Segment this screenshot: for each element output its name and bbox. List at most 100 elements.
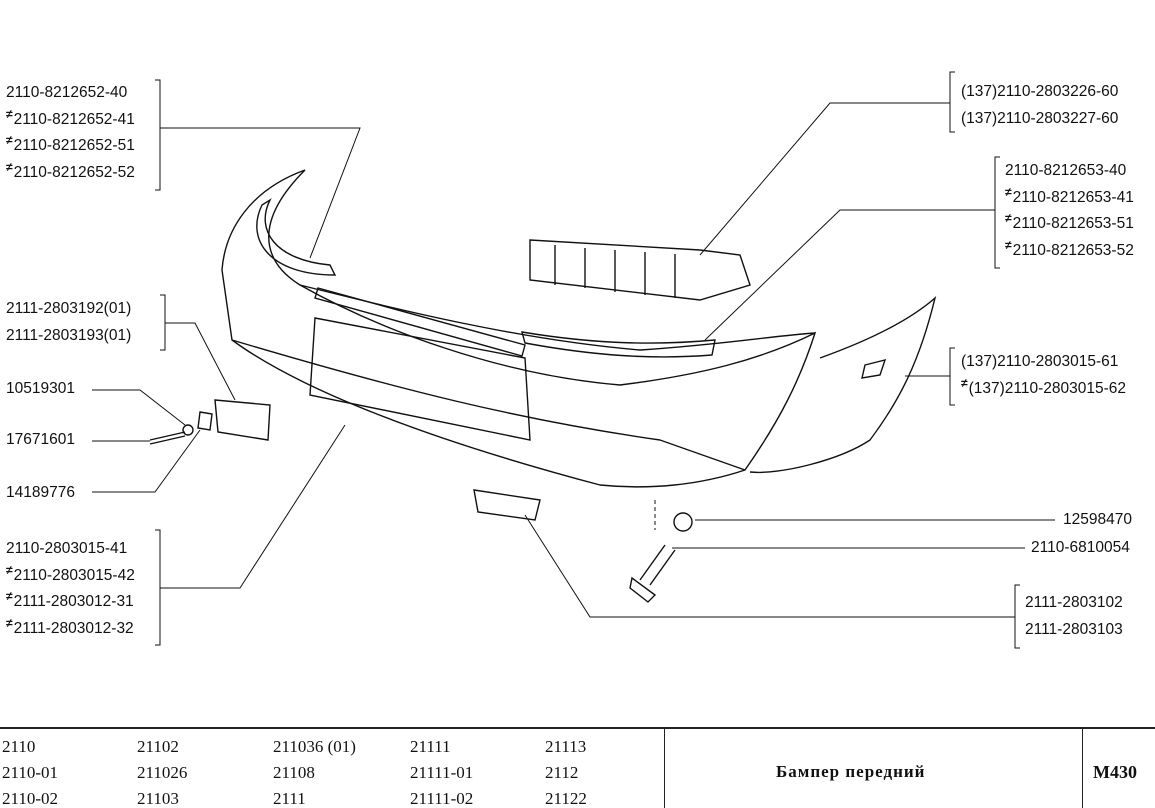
part-number: 2110-8212653-41 [1012,188,1134,206]
variant-mark: ≠ [1005,237,1012,252]
absorber [529,239,751,301]
part-number-variant: ≠2110-8212653-52 [1005,238,1134,265]
part-number: (137)2110-2803015-62 [968,379,1127,397]
license-plate-area [309,317,531,441]
upper-molding-right [521,331,716,358]
model: 2111 [273,789,306,808]
bumper-drawing [92,71,1055,649]
variant-mark: ≠ [6,159,13,174]
part-number: 2110-2803015-42 [13,566,135,584]
screw [149,431,186,445]
callout-bumper-painted: (137)2110-2803015-61 ≠(137)2110-2803015-… [961,349,1126,402]
part-number: 17671601 [6,431,75,448]
model: 21113 [545,737,587,756]
model: 2110-01 [2,763,59,782]
part-number-variant: ≠2110-2803015-42 [6,563,135,590]
callout-side-molding-left: 2110-8212652-40 ≠2110-8212652-41 ≠2110-8… [6,80,135,186]
part-number: 2111-2803193(01) [6,326,132,344]
part-number: 2111-2803012-31 [13,593,134,610]
part-number: 2110-8212652-51 [13,137,135,154]
part-number: 2110-6810054 [1031,539,1130,556]
model: 21103 [137,789,179,808]
part-number: 2110-8212652-52 [13,163,135,181]
divider [1082,729,1083,808]
fog-lamp-cover [214,399,271,441]
bolt [629,544,676,603]
part-number: 2111-2803103 [1025,620,1123,638]
model: 2110 [2,737,36,756]
models-col-3: 211036 (01) 21108 2111 [273,734,356,808]
upper-molding-left [314,287,526,357]
model: 211036 (01) [273,737,356,756]
model: 2110-02 [2,789,59,808]
part-number: 2111-2803102 [1025,594,1123,611]
variant-mark: ≠ [1005,211,1012,225]
model: 2112 [545,763,579,782]
absorber-ribs [554,245,676,298]
callout-nut: 12598470 [1063,507,1132,534]
part-number-variant: ≠2110-8212652-41 [6,107,135,134]
bumper-upper-edge [299,284,816,351]
bumper-outline [221,169,817,488]
part-number: 2110-8212653-40 [1005,162,1127,179]
part-number: (137)2110-2803226-60 [961,83,1119,100]
title-block: 2110 2110-01 2110-02 21102 211026 21103 2110… [0,727,1155,808]
variant-mark: ≠ [6,133,13,147]
part-number-variant: ≠(137)2110-2803015-62 [961,376,1126,403]
callout-clip: 14189776 [6,480,75,507]
model: 21122 [545,789,587,808]
callout-bolt: 2110-6810054 [1031,535,1130,562]
variant-mark: ≠ [6,615,13,630]
model: 21108 [273,763,315,782]
part-number: 2110-8212653-51 [1012,215,1134,232]
part-number: (137)2110-2803015-61 [961,353,1119,370]
model: 21111-02 [410,789,474,808]
part-number: 14189776 [6,484,75,501]
part-number-variant: ≠2110-8212652-52 [6,160,135,187]
callout-bumper: 2110-2803015-41 ≠2110-2803015-42 ≠2111-2… [6,536,135,642]
part-number: 2110-8212652-41 [13,110,135,128]
part-number: 2110-2803015-41 [6,540,128,557]
model: 21111-01 [410,763,474,782]
callout-grille: 2111-2803102 2111-2803103 [1025,590,1123,643]
leader-lines [92,71,1055,649]
part-number: 2110-8212652-40 [6,84,128,101]
part-number: 2110-8212653-52 [1012,241,1134,259]
bumper-lower-edge [231,339,746,471]
nut [673,512,693,532]
variant-mark: ≠ [6,589,13,603]
clip [197,411,213,431]
models-col-2: 21102 211026 21103 [137,734,187,808]
models-col-5: 21113 2112 21122 [545,734,587,808]
variant-mark: ≠ [6,562,13,577]
part-number: 10519301 [6,380,75,397]
callout-screw: 17671601 [6,427,75,454]
part-number: (137)2110-2803227-60 [961,109,1119,127]
callout-fog-lamp-cover: 2111-2803192(01) 2111-2803193(01) [6,296,131,349]
model: 21111 [410,737,451,756]
variant-mark: ≠ [1005,184,1012,199]
grille-small [473,489,541,521]
models-col-1: 2110 2110-01 2110-02 [2,734,58,808]
variant-mark: ≠ [6,106,13,121]
model: 21102 [137,737,179,756]
model: 211026 [137,763,188,782]
assembly-title: Бампер передний [776,762,926,781]
part-number: 2111-2803192(01) [6,300,132,317]
side-reflector [861,359,887,379]
part-number-variant: ≠2110-8212652-51 [6,133,135,160]
part-number-variant: ≠2111-2803012-31 [6,589,135,616]
bumper-side-right [749,296,937,474]
variant-mark: ≠ [961,375,968,390]
callout-washer: 10519301 [6,376,75,403]
callout-absorber: (137)2110-2803226-60 (137)2110-2803227-6… [961,79,1118,132]
part-number: 12598470 [1063,511,1132,528]
part-number: 2111-2803012-32 [13,619,134,637]
divider [664,729,665,808]
models-col-4: 21111 21111-01 21111-02 [410,734,473,808]
side-molding-left [256,198,337,276]
part-number-variant: ≠2110-8212653-51 [1005,211,1134,238]
washer [182,424,194,436]
part-number-variant: ≠2111-2803012-32 [6,616,135,643]
